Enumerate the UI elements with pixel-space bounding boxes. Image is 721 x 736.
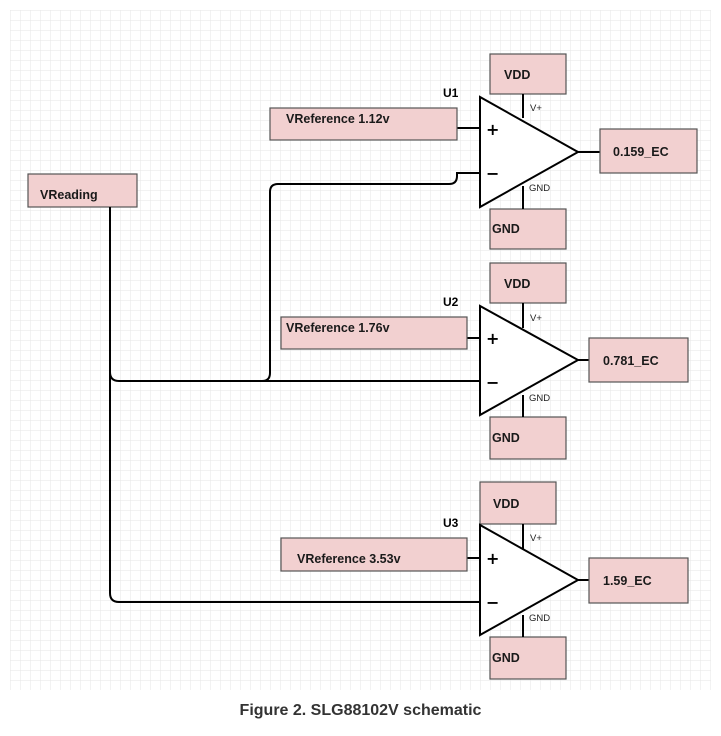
wire-vreading-to-u1-minus bbox=[261, 172, 480, 382]
u1-reference-label: VReference 1.12v bbox=[286, 112, 390, 126]
u3-gnd-pin-label: GND bbox=[529, 613, 550, 624]
vreading-node: VReading bbox=[27, 173, 138, 208]
u2-triangle bbox=[479, 304, 581, 417]
u2-output-box bbox=[588, 337, 689, 383]
u2-minus-sign: − bbox=[486, 373, 499, 392]
vreading-box bbox=[27, 173, 138, 208]
u1-vdd-box bbox=[489, 53, 567, 95]
u3-vdd-box bbox=[479, 481, 557, 525]
u2-vplus-pin-label: V+ bbox=[530, 313, 542, 324]
u1-output-label: 0.159_EC bbox=[613, 145, 669, 159]
u1-label: U1 bbox=[443, 86, 459, 100]
u2-plus-sign: + bbox=[486, 329, 499, 348]
opamp-u3: VDD GND + − V+ GND U3 VReference 3.53v 1… bbox=[280, 481, 689, 680]
u3-triangle bbox=[479, 523, 581, 637]
u3-reference-box bbox=[280, 537, 468, 572]
u3-plus-sign: + bbox=[486, 549, 499, 568]
u3-reference-label: VReference 3.53v bbox=[297, 552, 401, 566]
u1-gnd-box bbox=[489, 208, 567, 250]
u2-gnd-label: GND bbox=[492, 431, 520, 445]
u3-minus-sign: − bbox=[486, 593, 499, 612]
u3-output-label: 1.59_EC bbox=[603, 574, 652, 588]
u2-gnd-pin-label: GND bbox=[529, 393, 550, 404]
u1-gnd-label: GND bbox=[492, 222, 520, 236]
opamp-u2: VDD GND + − V+ GND U2 VReference 1.76v 0… bbox=[280, 262, 689, 460]
u3-label: U3 bbox=[443, 516, 459, 530]
u2-reference-label: VReference 1.76v bbox=[286, 321, 390, 335]
u1-plus-sign: + bbox=[486, 120, 499, 139]
u3-output-box bbox=[588, 557, 689, 604]
u2-vdd-label: VDD bbox=[504, 277, 530, 291]
u2-reference-box bbox=[280, 316, 468, 350]
u1-vdd-label: VDD bbox=[504, 68, 530, 82]
schematic-diagram: VReading VDD GND + − V+ GND U1 VReferenc… bbox=[10, 10, 711, 690]
u1-reference-box bbox=[269, 107, 458, 141]
u2-output-label: 0.781_EC bbox=[603, 354, 659, 368]
wire-vreading-to-u3-minus bbox=[109, 207, 480, 603]
u3-gnd-box bbox=[489, 636, 567, 680]
u3-vplus-pin-label: V+ bbox=[530, 533, 542, 544]
u1-triangle bbox=[479, 95, 581, 209]
u1-vplus-pin-label: V+ bbox=[530, 103, 542, 114]
u2-vdd-box bbox=[489, 262, 567, 304]
u2-label: U2 bbox=[443, 295, 459, 309]
vreading-label: VReading bbox=[40, 188, 98, 202]
u3-vdd-label: VDD bbox=[493, 497, 519, 511]
u1-minus-sign: − bbox=[486, 164, 499, 183]
figure-caption: Figure 2. SLG88102V schematic bbox=[239, 702, 482, 719]
opamp-u1: VDD GND + − V+ GND U1 VReference 1.12v 0… bbox=[269, 53, 698, 250]
wires bbox=[109, 172, 480, 603]
u3-gnd-label: GND bbox=[492, 651, 520, 665]
u1-output-box bbox=[599, 128, 698, 174]
u1-gnd-pin-label: GND bbox=[529, 183, 550, 194]
u2-gnd-box bbox=[489, 416, 567, 460]
